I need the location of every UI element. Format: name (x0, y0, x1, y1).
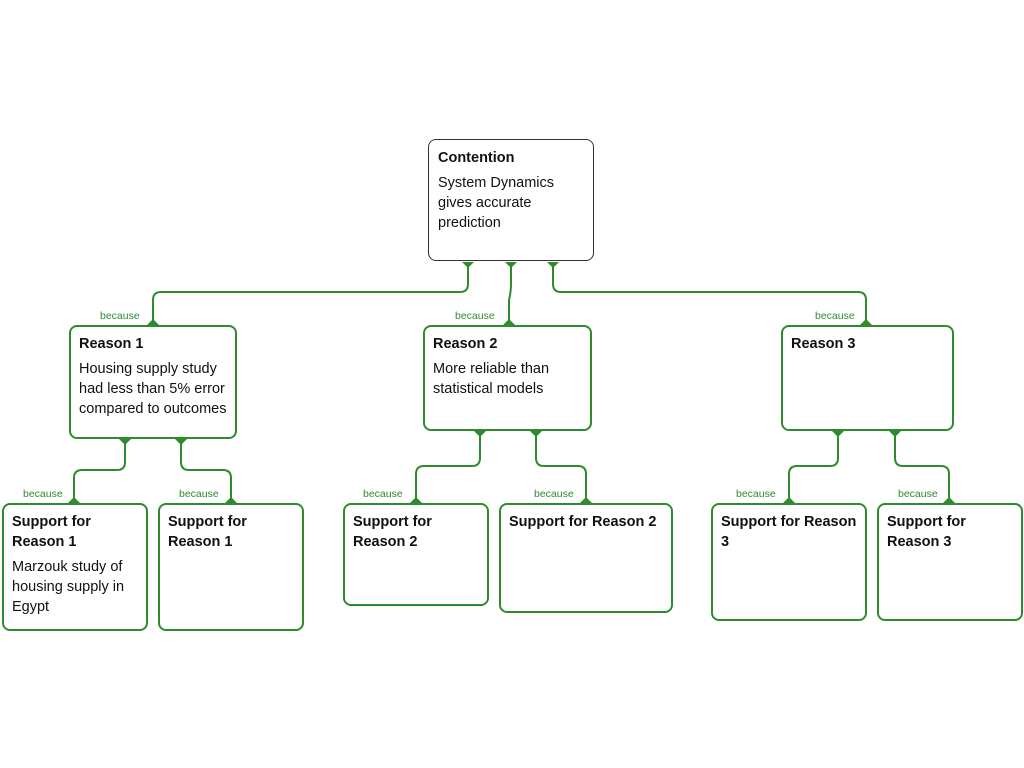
because-label-support-3b[interactable]: because (898, 488, 938, 500)
support-title: Support for Reason 1 (12, 514, 91, 550)
support-title: Support for Reason 2 (509, 514, 657, 530)
reason-title: Reason 1 (79, 336, 144, 352)
contention-body: System Dynamics gives accurate predictio… (438, 175, 555, 231)
because-label-support-1b[interactable]: because (179, 488, 219, 500)
notch (505, 262, 517, 268)
support-body: Marzouk study of housing supply in Egypt (12, 559, 125, 615)
support-title: Support for Reason 2 (353, 514, 432, 550)
notch (147, 319, 159, 325)
support-box-2a[interactable]: Support for Reason 2 (343, 503, 489, 606)
because-label-support-2b[interactable]: because (534, 488, 574, 500)
connector-contention-reason-1 (152, 262, 469, 325)
because-label-support-1a[interactable]: because (23, 488, 63, 500)
notch (832, 431, 844, 437)
notch (410, 497, 422, 503)
contention-box[interactable]: Contention System Dynamics gives accurat… (428, 139, 594, 261)
contention-title: Contention (438, 150, 515, 166)
notch (889, 431, 901, 437)
reason-box-3[interactable]: Reason 3 (781, 325, 954, 431)
reason-title: Reason 3 (791, 336, 856, 352)
connector-reason-3-support-1 (788, 431, 839, 503)
reason-body: Housing supply study had less than 5% er… (79, 361, 227, 417)
notch (474, 431, 486, 437)
notch (503, 319, 515, 325)
notch (530, 431, 542, 437)
notch (580, 497, 592, 503)
support-box-1b[interactable]: Support for Reason 1 (158, 503, 304, 631)
support-box-2b[interactable]: Support for Reason 2 (499, 503, 673, 613)
connector-reason-3-support-2 (894, 431, 950, 503)
connector-reason-1-support-2 (180, 439, 232, 503)
notch (225, 497, 237, 503)
connector-reason-1-support-1 (73, 439, 126, 503)
notch (175, 439, 187, 445)
reason-title: Reason 2 (433, 336, 498, 352)
reason-box-2[interactable]: Reason 2 More reliable than statistical … (423, 325, 592, 431)
connector-contention-reason-2 (508, 262, 512, 325)
because-label-reason-3[interactable]: because (815, 310, 855, 322)
notch (943, 497, 955, 503)
notch (462, 262, 474, 268)
support-box-1a[interactable]: Support for Reason 1 Marzouk study of ho… (2, 503, 148, 631)
notch (783, 497, 795, 503)
reason-box-1[interactable]: Reason 1 Housing supply study had less t… (69, 325, 237, 439)
because-label-support-2a[interactable]: because (363, 488, 403, 500)
notch (68, 497, 80, 503)
support-title: Support for Reason 1 (168, 514, 247, 550)
connector-contention-reason-3 (552, 262, 867, 325)
notch (860, 319, 872, 325)
reason-body: More reliable than statistical models (433, 361, 550, 397)
notch (547, 262, 559, 268)
connector-reason-2-support-1 (415, 431, 481, 503)
notch (119, 439, 131, 445)
support-box-3a[interactable]: Support for Reason 3 (711, 503, 867, 621)
support-title: Support for Reason 3 (721, 514, 857, 550)
connector-reason-2-support-2 (535, 431, 587, 503)
support-box-3b[interactable]: Support for Reason 3 (877, 503, 1023, 621)
support-title: Support for Reason 3 (887, 514, 966, 550)
because-label-reason-2[interactable]: because (455, 310, 495, 322)
because-label-support-3a[interactable]: because (736, 488, 776, 500)
because-label-reason-1[interactable]: because (100, 310, 140, 322)
